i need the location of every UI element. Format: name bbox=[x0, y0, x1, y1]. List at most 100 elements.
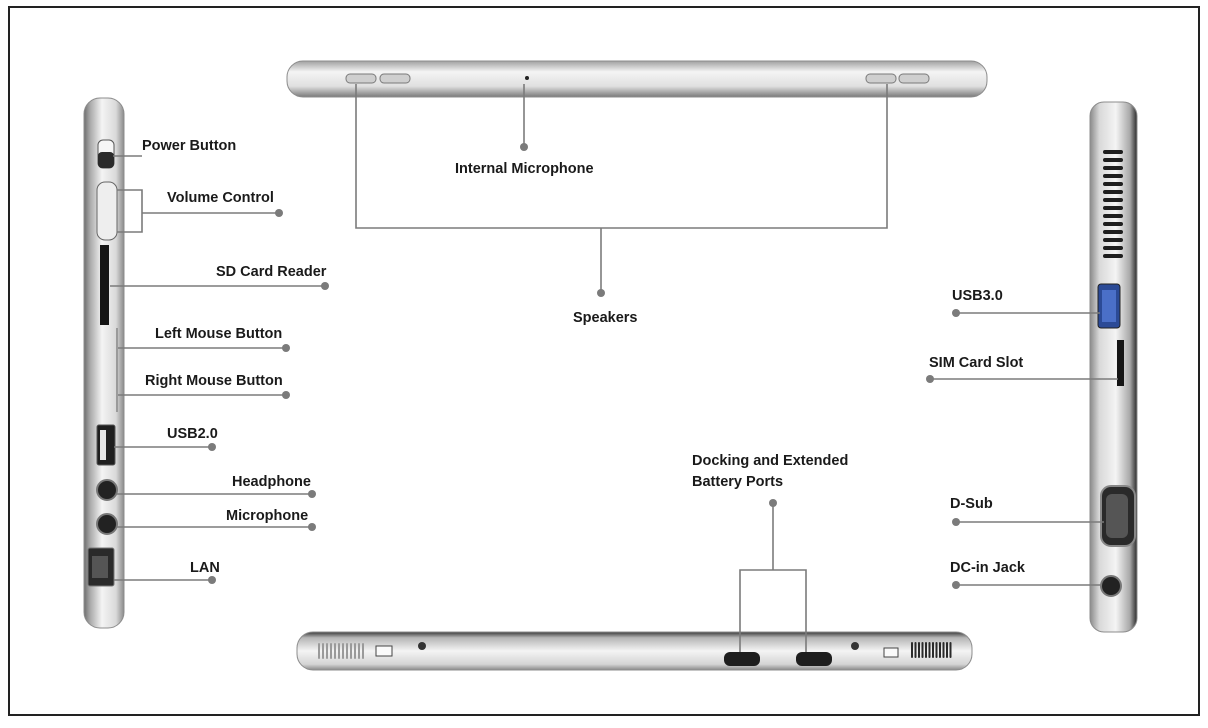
speaker-grille-right-a bbox=[865, 73, 897, 84]
top-edge-view bbox=[286, 60, 988, 98]
vent-slat bbox=[334, 643, 336, 659]
vent-slat bbox=[1103, 246, 1123, 250]
dot-sim bbox=[926, 375, 934, 383]
speaker-grille-left-b bbox=[379, 73, 411, 84]
leader-lines bbox=[110, 84, 1118, 652]
label-usb2: USB2.0 bbox=[167, 426, 218, 442]
label-headphone: Headphone bbox=[232, 474, 311, 490]
dot-headphone bbox=[308, 490, 316, 498]
vent-slat bbox=[1103, 238, 1123, 242]
vent-slat bbox=[946, 642, 948, 658]
right-side-view bbox=[1089, 101, 1138, 633]
vent-slat bbox=[914, 642, 917, 658]
bottom-latch-left bbox=[375, 645, 393, 657]
diagram-frame bbox=[8, 6, 1200, 716]
dot-dsub bbox=[952, 518, 960, 526]
dot-volume bbox=[275, 209, 283, 217]
vent-slat bbox=[918, 642, 920, 658]
vent-slat bbox=[1103, 182, 1123, 186]
label-right-mouse-button: Right Mouse Button bbox=[145, 373, 283, 389]
vent-slat bbox=[326, 643, 328, 659]
speaker-grille-right-b bbox=[898, 73, 930, 84]
dot-usb2 bbox=[208, 443, 216, 451]
label-lan: LAN bbox=[190, 560, 220, 576]
vent-slat bbox=[346, 643, 348, 659]
vent-slat bbox=[318, 643, 320, 659]
dot-docking bbox=[769, 499, 777, 507]
label-power-button: Power Button bbox=[142, 138, 237, 154]
label-dsub: D-Sub bbox=[950, 496, 993, 512]
vent-slat bbox=[1103, 190, 1123, 194]
right-vent bbox=[1103, 150, 1123, 258]
vent-slat bbox=[942, 642, 945, 658]
docking-port-right bbox=[796, 652, 832, 666]
vent-slat bbox=[354, 643, 356, 659]
label-sd-card-reader: SD Card Reader bbox=[216, 264, 327, 280]
label-internal-microphone: Internal Microphone bbox=[455, 161, 594, 177]
bottom-edge-body bbox=[296, 631, 973, 671]
vent-slat bbox=[1103, 230, 1123, 234]
headphone-jack-part bbox=[96, 479, 118, 501]
dot-dc-in bbox=[952, 581, 960, 589]
lan-port-inner bbox=[92, 556, 108, 578]
leader-volume bbox=[117, 189, 143, 233]
vent-slat bbox=[932, 642, 934, 658]
internal-mic-hole bbox=[525, 76, 529, 80]
label-dc-in-jack: DC-in Jack bbox=[950, 560, 1025, 576]
vent-slat bbox=[1103, 222, 1123, 226]
vent-slat bbox=[342, 643, 344, 659]
dc-jack-part bbox=[1100, 575, 1122, 597]
vent-slat bbox=[949, 642, 952, 658]
bottom-screw-left bbox=[418, 642, 426, 650]
usb3-port-inner bbox=[1102, 290, 1116, 322]
dot-microphone bbox=[308, 523, 316, 531]
microphone-jack-part bbox=[96, 513, 118, 535]
right-side-body bbox=[1089, 101, 1138, 633]
bottom-screw-right bbox=[851, 642, 859, 650]
speaker-grille-left-a bbox=[345, 73, 377, 84]
vent-slat bbox=[1103, 254, 1123, 258]
top-edge-body bbox=[286, 60, 988, 98]
leader-speakers bbox=[355, 84, 888, 229]
label-usb3: USB3.0 bbox=[952, 288, 1003, 304]
power-button-knob bbox=[98, 152, 114, 168]
label-volume-control: Volume Control bbox=[167, 190, 274, 206]
vent-slat bbox=[1103, 150, 1123, 154]
dot-right-mouse bbox=[282, 391, 290, 399]
vent-slat bbox=[911, 642, 913, 658]
label-left-mouse-button: Left Mouse Button bbox=[155, 326, 283, 342]
label-microphone: Microphone bbox=[226, 508, 309, 524]
dot-lan bbox=[208, 576, 216, 584]
bottom-latch-right bbox=[883, 647, 899, 658]
dot-usb3 bbox=[952, 309, 960, 317]
dot-sd-card bbox=[321, 282, 329, 290]
label-docking-line2: Battery Ports bbox=[692, 474, 784, 490]
vent-slat bbox=[1103, 174, 1123, 178]
left-side-view bbox=[83, 97, 125, 629]
vent-slat bbox=[1103, 158, 1123, 162]
vent-slat bbox=[338, 643, 340, 659]
dot-speakers bbox=[597, 289, 605, 297]
vent-slat bbox=[358, 643, 360, 659]
sd-slot-part bbox=[100, 245, 109, 325]
label-sim-card-slot: SIM Card Slot bbox=[929, 355, 1024, 371]
bottom-edge-view bbox=[296, 631, 973, 671]
sim-slot-part bbox=[1117, 340, 1124, 386]
vent-slat bbox=[928, 642, 931, 658]
vent-slat bbox=[1103, 206, 1123, 210]
dsub-port-inner bbox=[1106, 494, 1128, 538]
vent-slat bbox=[935, 642, 938, 658]
label-docking-line1: Docking and Extended bbox=[692, 453, 849, 469]
volume-rocker-part bbox=[96, 181, 118, 241]
docking-port-left bbox=[724, 652, 760, 666]
vent-slat bbox=[939, 642, 941, 658]
vent-slat bbox=[322, 643, 324, 659]
dot-left-mouse bbox=[282, 344, 290, 352]
vent-slat bbox=[921, 642, 924, 658]
bottom-vent-right bbox=[911, 642, 952, 658]
dot-internal-mic bbox=[520, 143, 528, 151]
label-speakers: Speakers bbox=[573, 310, 638, 326]
vent-slat bbox=[362, 643, 364, 659]
vent-slat bbox=[350, 643, 352, 659]
